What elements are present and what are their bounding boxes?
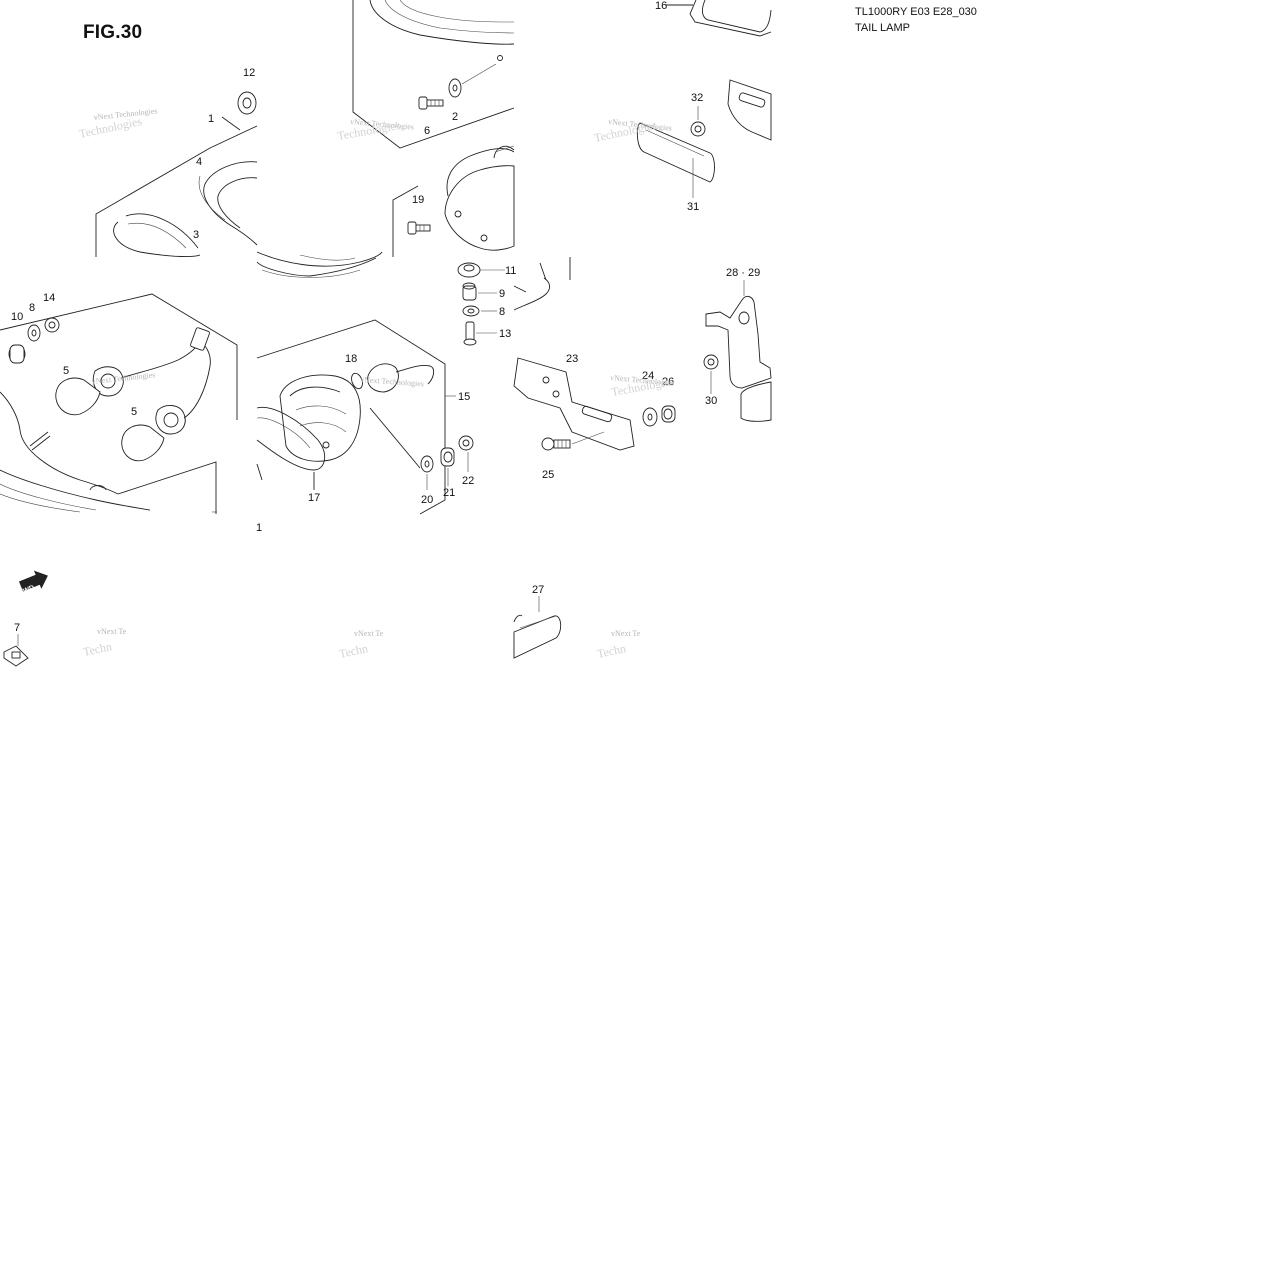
callout-18: 18 [345, 353, 357, 365]
callout-1: 1 [208, 113, 214, 125]
callout-13: 13 [499, 328, 511, 340]
model-code: TL1000RY E03 E28_030 [855, 6, 977, 18]
callout-24: 24 [642, 370, 654, 382]
callout-6: 6 [424, 125, 430, 137]
callout-7: 7 [14, 622, 20, 634]
callout-16: 16 [655, 0, 667, 12]
callout-20: 20 [421, 494, 433, 506]
callout-numbers: 12 1 4 3 6 2 19 16 32 31 28 · 29 10 8 14… [11, 0, 760, 634]
watermark-short: vNext Te [611, 629, 641, 638]
callout-5a: 5 [63, 365, 69, 377]
watermark-short-faint: Techn [338, 641, 369, 661]
section-title: TAIL LAMP [855, 22, 911, 34]
callout-19: 19 [412, 194, 424, 206]
tile-license-lens [493, 0, 772, 198]
watermark-short: vNext Te [354, 629, 384, 638]
watermark-short-faint: Techn [82, 639, 113, 659]
callout-12: 12 [243, 67, 255, 79]
watermark-short-faint: Techn [596, 641, 627, 661]
callout-15: 15 [458, 391, 470, 403]
callout-3: 3 [193, 229, 199, 241]
callout-4: 4 [196, 156, 202, 168]
callout-23: 23 [566, 353, 578, 365]
callout-11: 11 [505, 265, 516, 277]
fwd-arrow-label: FWD [18, 584, 35, 596]
watermark-short: vNext Te [97, 627, 127, 636]
callout-1-bottom: 1 [256, 522, 262, 534]
callout-8a: 8 [29, 302, 35, 314]
callout-32: 32 [691, 92, 703, 104]
figure-title: FIG.30 [83, 22, 143, 43]
tile-gasket-hardware [256, 145, 515, 515]
callout-17: 17 [308, 492, 320, 504]
callout-5b: 5 [131, 406, 137, 418]
callout-27: 27 [532, 584, 544, 596]
tile-bottom-row [3, 570, 562, 667]
watermark: vNext Technologies [360, 375, 424, 388]
callout-9: 9 [499, 288, 505, 300]
callout-31: 31 [687, 201, 699, 213]
callout-10: 10 [11, 311, 23, 323]
tile-bracket [513, 257, 772, 451]
callout-22: 22 [462, 475, 474, 487]
callout-26: 26 [662, 376, 674, 388]
callout-21: 21 [443, 487, 455, 499]
callout-14: 14 [43, 292, 55, 304]
watermarks: vNext Technologies Technologies vNext Te… [78, 106, 676, 661]
tile-bulb-housing [0, 293, 238, 514]
callout-8b: 8 [499, 306, 505, 318]
callout-2: 2 [452, 111, 458, 123]
callout-25: 25 [542, 469, 554, 481]
callout-30: 30 [705, 395, 717, 407]
tile-lens-assembly [95, 91, 258, 257]
callout-28-29: 28 · 29 [726, 267, 760, 279]
